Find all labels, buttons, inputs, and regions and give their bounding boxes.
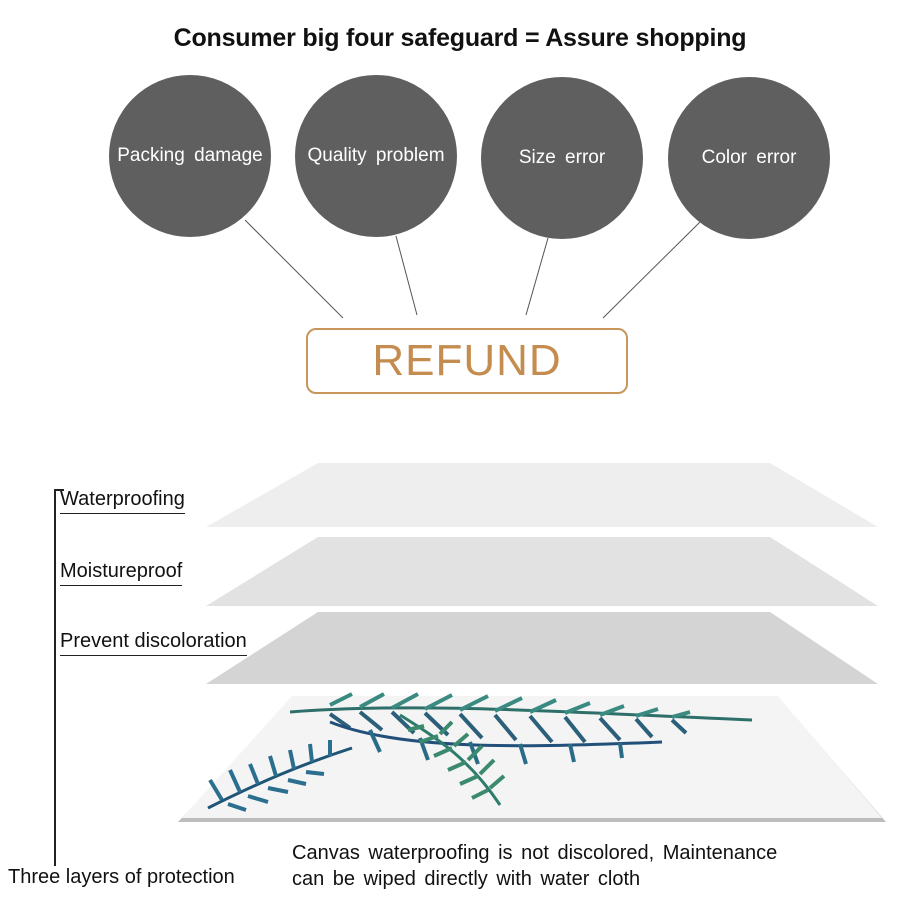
refund-label: REFUND	[372, 336, 562, 385]
connector-line	[244, 219, 344, 319]
discoloration-layer	[206, 612, 878, 684]
connector-line	[602, 221, 701, 319]
safeguard-packing-damage: Packing damage	[109, 75, 271, 237]
canvas-surface	[182, 696, 882, 818]
bracket-tick	[54, 489, 64, 491]
safeguard-color-error: Color error	[668, 77, 830, 239]
refund-box: REFUND	[306, 328, 628, 394]
waterproofing-layer	[206, 463, 878, 527]
layer-label-prevent-discoloration: Prevent discoloration	[60, 630, 247, 656]
page-headline: Consumer big four safeguard = Assure sho…	[173, 24, 747, 52]
safeguard-quality-problem: Quality problem	[295, 75, 457, 237]
palm-leaf-icon	[207, 692, 753, 812]
moistureproof-layer	[206, 537, 878, 606]
canvas-print	[178, 692, 886, 822]
connector-line	[395, 235, 418, 316]
canvas-note: Canvas waterproofing is not discolored, …	[292, 840, 777, 892]
bracket-line	[54, 489, 56, 866]
layer-label-waterproofing: Waterproofing	[60, 488, 185, 514]
canvas-note-line-1: Canvas waterproofing is not discolored, …	[292, 842, 778, 864]
protection-caption: Three layers of protection	[8, 866, 235, 888]
safeguard-size-error: Size error	[481, 77, 643, 239]
connector-line	[525, 237, 549, 316]
canvas-note-line-2: can be wiped directly with water cloth	[292, 868, 641, 890]
layer-label-moistureproof: Moistureproof	[60, 560, 183, 586]
